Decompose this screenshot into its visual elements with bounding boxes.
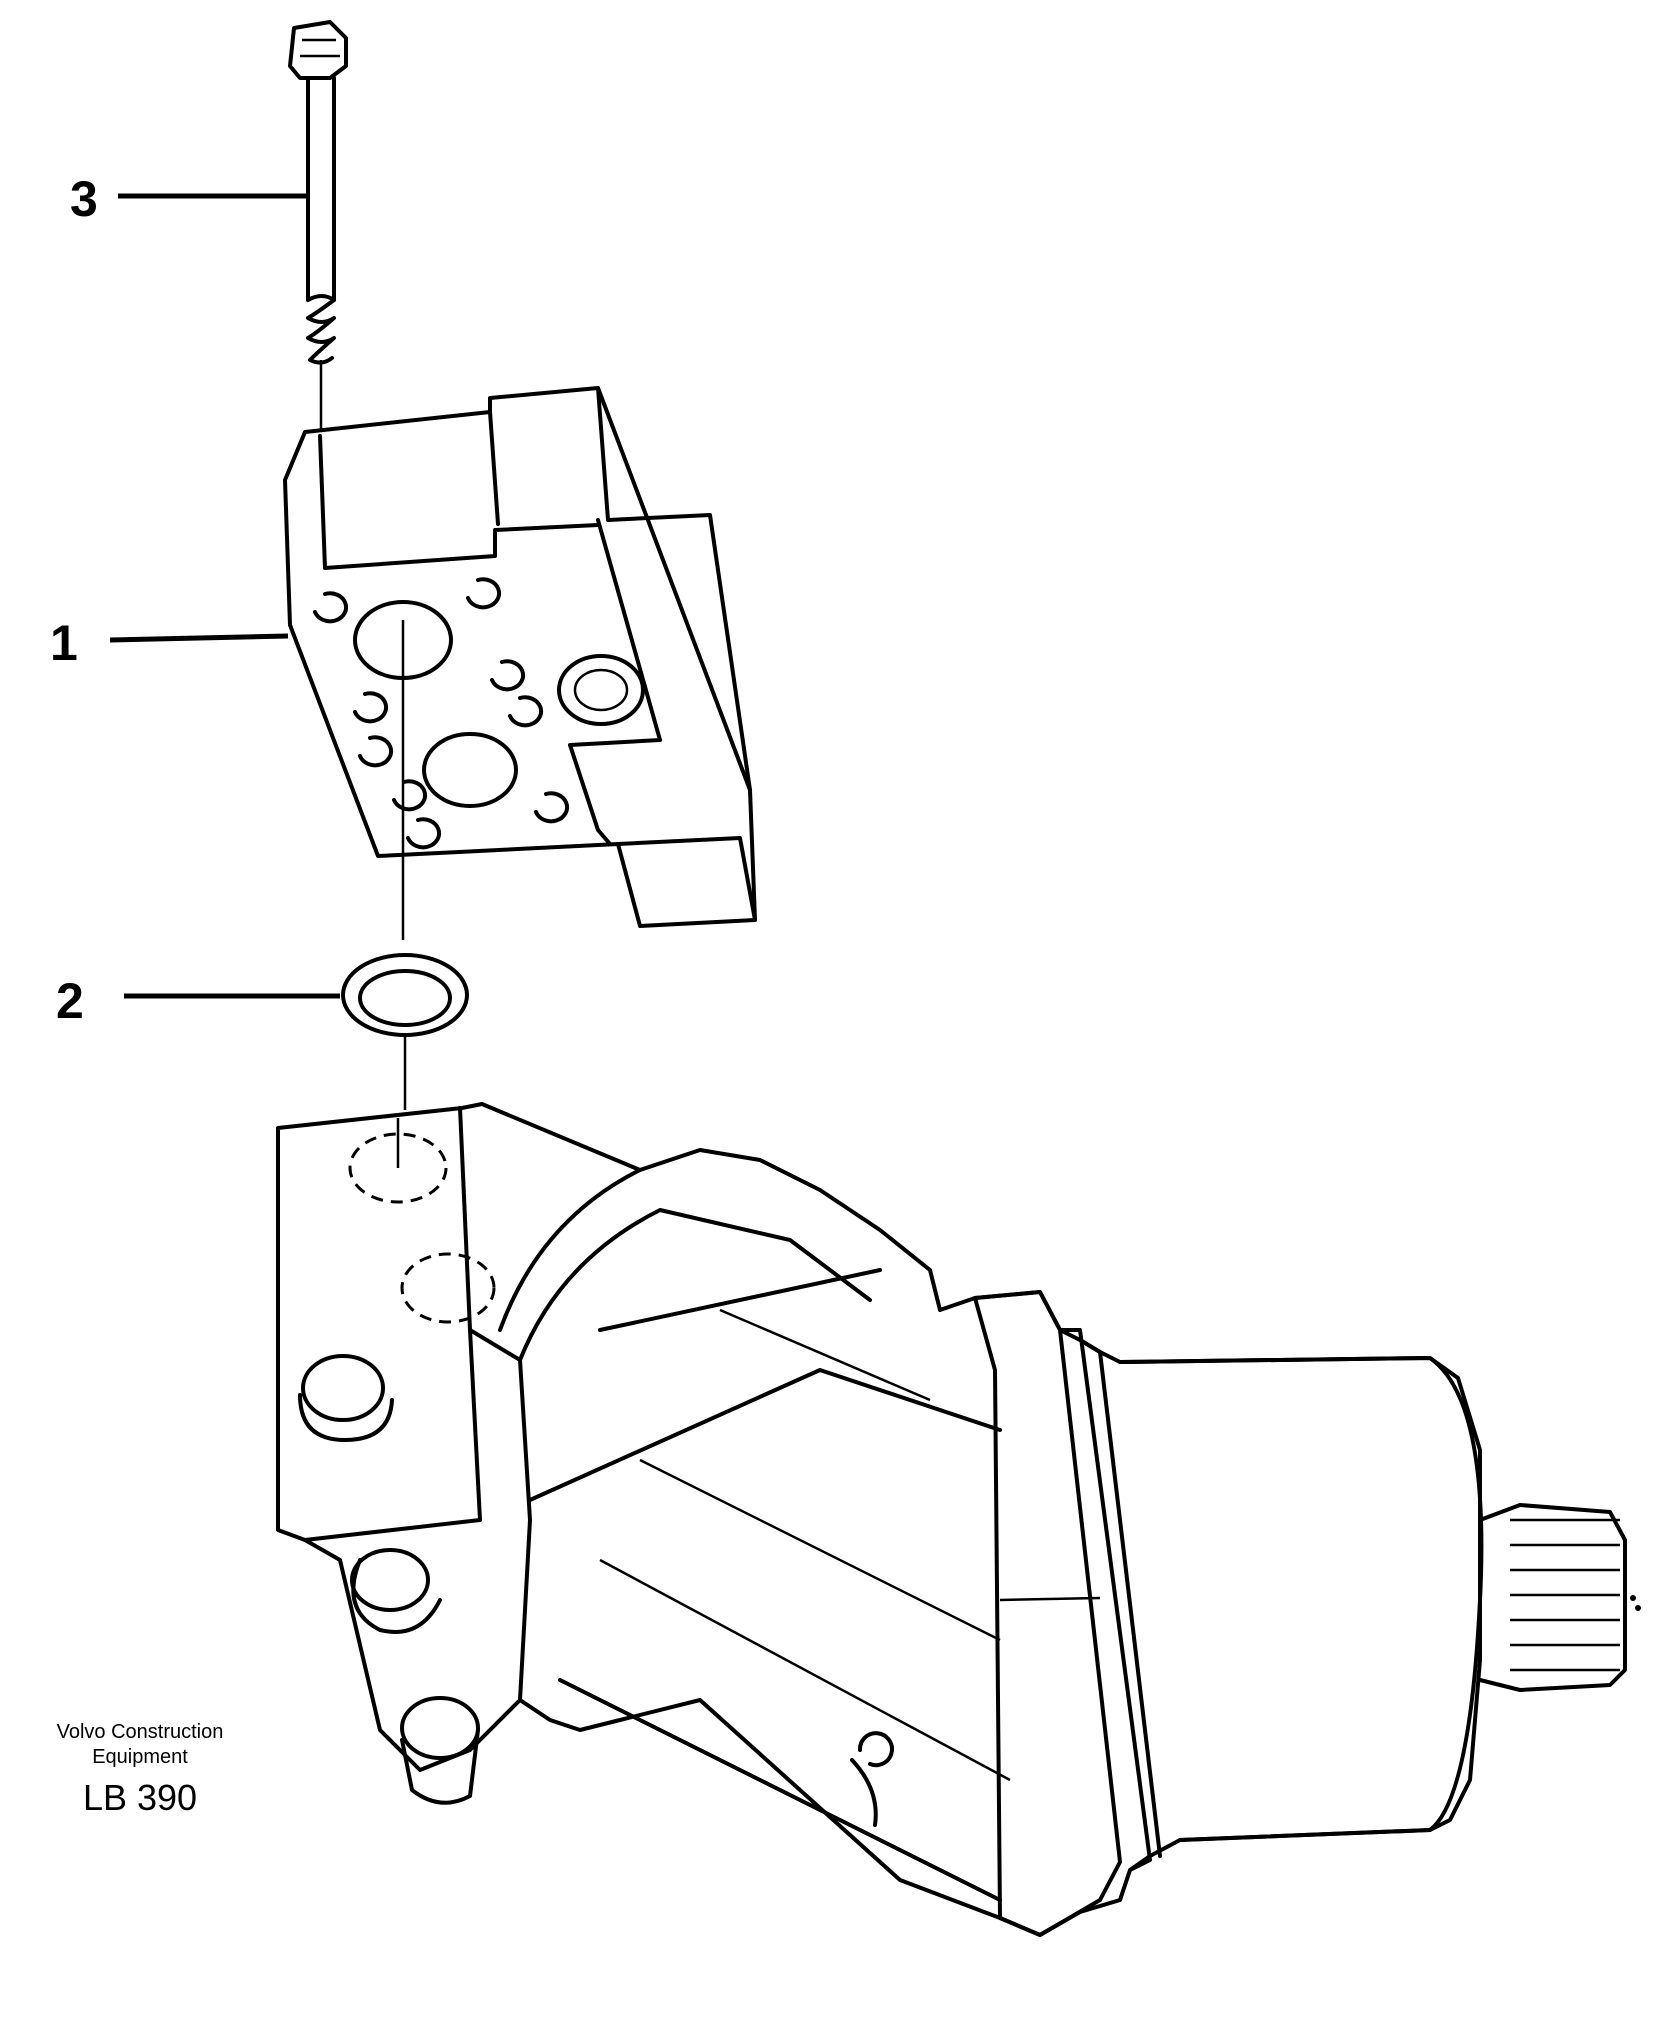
brand-subname: Equipment bbox=[92, 1746, 188, 1768]
callout-number-1: 1 bbox=[50, 615, 78, 671]
bolt-part bbox=[288, 20, 348, 432]
brand-block: Volvo Construction Equipment LB 390 bbox=[30, 1720, 250, 1820]
callout-number-3: 3 bbox=[70, 171, 98, 227]
o-ring-part bbox=[341, 953, 469, 1110]
valve-block-part bbox=[283, 386, 757, 940]
leader-line-1 bbox=[109, 633, 289, 643]
callout-number-2: 2 bbox=[56, 973, 84, 1029]
figure-code: LB 390 bbox=[82, 1777, 198, 1818]
brand-name: Volvo Construction bbox=[56, 1721, 224, 1743]
hydraulic-motor-part bbox=[276, 1102, 1641, 1937]
